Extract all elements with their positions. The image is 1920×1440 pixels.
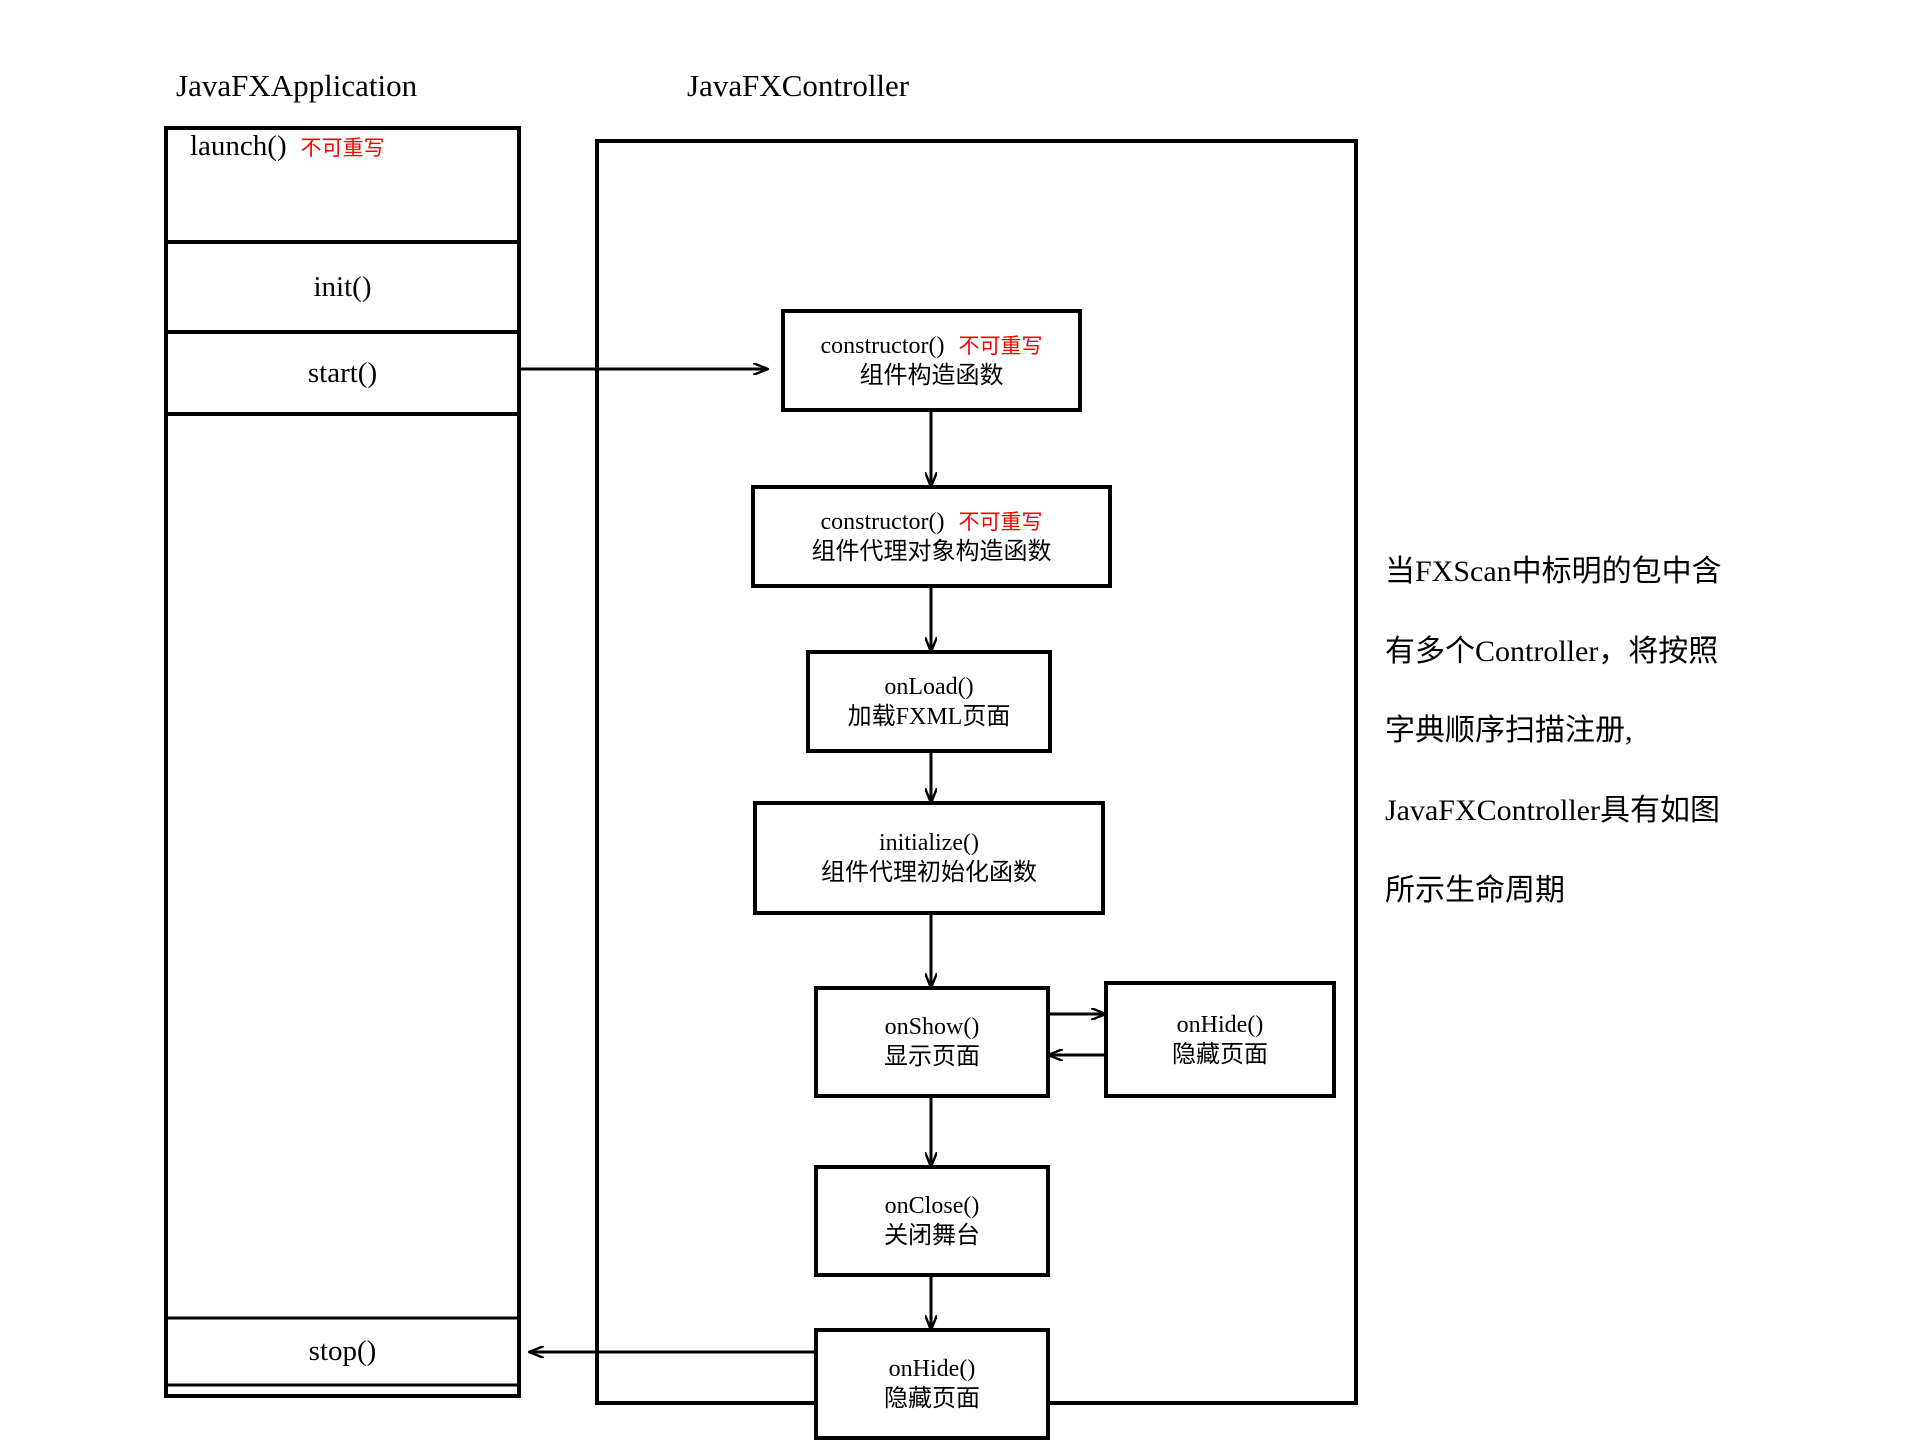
label-onshow-line1: onShow() xyxy=(884,1014,980,1040)
label-onhide-toggle-line2: 隐藏页面 xyxy=(1172,1041,1268,1068)
label-onload-line1: onLoad() xyxy=(884,673,974,700)
side-note-line-2: 有多个Controller，将按照 xyxy=(1385,634,1719,668)
side-note-line-5: 所示生命周期 xyxy=(1385,874,1565,908)
label-onshow[interactable]: onShow() 显示页面 xyxy=(816,988,1048,1096)
side-note-line-3: 字典顺序扫描注册, xyxy=(1385,714,1633,748)
label-onclose-line2: 关闭舞台 xyxy=(884,1223,980,1249)
label-constructor-component-annotation: 不可重写 xyxy=(958,333,1043,358)
app-row-stop[interactable]: stop() xyxy=(166,1318,519,1385)
label-initialize-line1: initialize() xyxy=(879,830,979,856)
app-row-launch[interactable]: launch() 不可重写 xyxy=(178,128,518,242)
side-note-line-4: JavaFXController具有如图 xyxy=(1385,794,1720,828)
app-row-init-label: init() xyxy=(313,270,372,303)
label-onload[interactable]: onLoad() 加载FXML页面 xyxy=(808,652,1050,751)
application-lane-frame xyxy=(164,126,521,1398)
label-constructor-component-line2: 组件构造函数 xyxy=(859,362,1004,389)
box-onload xyxy=(806,650,1052,753)
app-row-init[interactable]: init() xyxy=(166,242,519,332)
box-constructor-proxy xyxy=(751,485,1112,588)
label-onhide-final[interactable]: onHide() 隐藏页面 xyxy=(816,1330,1048,1438)
app-row-start[interactable]: start() xyxy=(166,332,519,414)
label-initialize[interactable]: initialize() 组件代理初始化函数 xyxy=(755,803,1103,913)
side-note-line-1: 当FXScan中标明的包中含 xyxy=(1385,554,1722,588)
label-constructor-component[interactable]: constructor() 不可重写 组件构造函数 xyxy=(783,311,1080,410)
lane-title-application: JavaFXApplication xyxy=(176,68,418,103)
label-constructor-proxy-name: constructor() xyxy=(820,508,945,535)
label-onhide-toggle-line1: onHide() xyxy=(1176,1011,1264,1038)
label-onhide-final-line1: onHide() xyxy=(888,1356,976,1382)
app-row-launch-annotation: 不可重写 xyxy=(300,136,385,160)
label-constructor-proxy-annotation: 不可重写 xyxy=(958,509,1043,534)
label-constructor-proxy-line2: 组件代理对象构造函数 xyxy=(811,538,1052,565)
lane-title-controller: JavaFXController xyxy=(687,68,910,103)
app-row-stop-label: stop() xyxy=(308,1335,377,1368)
side-note: 当FXScan中标明的包中含 有多个Controller，将按照 字典顺序扫描注… xyxy=(1385,512,1855,951)
label-onload-line2: 加载FXML页面 xyxy=(847,703,1011,730)
label-initialize-line2: 组件代理初始化函数 xyxy=(821,860,1037,886)
label-onclose[interactable]: onClose() 关闭舞台 xyxy=(816,1167,1048,1275)
box-initialize xyxy=(753,801,1105,915)
label-constructor-proxy[interactable]: constructor() 不可重写 组件代理对象构造函数 xyxy=(753,487,1110,586)
label-onhide-final-line2: 隐藏页面 xyxy=(884,1386,980,1412)
box-onhide-toggle xyxy=(1104,981,1336,1098)
label-onclose-line1: onClose() xyxy=(884,1193,980,1219)
box-onhide-final xyxy=(814,1328,1050,1440)
label-onshow-line2: 显示页面 xyxy=(884,1044,980,1070)
label-constructor-component-line1: constructor() 不可重写 xyxy=(821,331,1043,361)
app-row-launch-label: launch() xyxy=(190,130,287,162)
app-row-start-label: start() xyxy=(307,356,378,389)
label-constructor-proxy-line1: constructor() 不可重写 xyxy=(821,507,1043,537)
label-constructor-component-name: constructor() xyxy=(820,332,945,359)
label-onhide-toggle[interactable]: onHide() 隐藏页面 xyxy=(1106,983,1334,1096)
